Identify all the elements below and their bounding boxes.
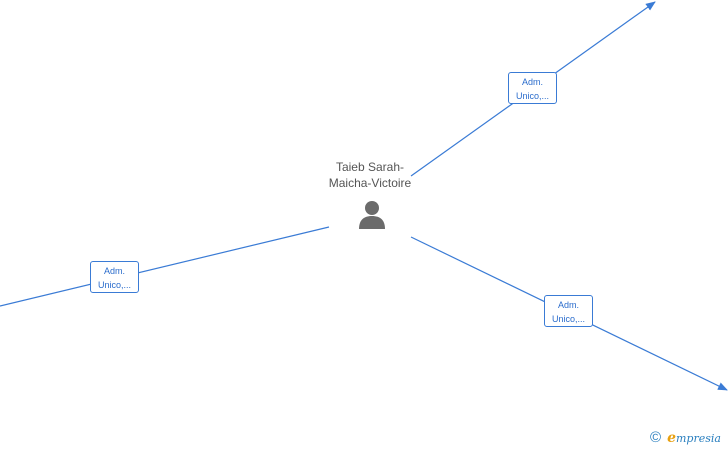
brand-initial: e [667,429,676,446]
person-name-line2: Maicha-Victoire [328,176,412,190]
role-node-left[interactable]: Adm. Unico,... [90,261,139,293]
copyright-icon: © [650,429,662,446]
role-line2: Unico,... [97,280,131,290]
edge-left [0,226,330,307]
person-name-label[interactable]: Taieb Sarah- Maicha-Victoire [300,159,440,191]
empresia-logo[interactable]: © empresia [650,429,721,447]
brand-rest: mpresia [675,431,721,445]
role-node-lower-right[interactable]: Adm. Unico,... [544,295,593,327]
role-line2: Unico,... [551,314,585,324]
brand-name: empresia [667,429,721,448]
role-line1: Adm. [103,266,125,276]
role-line1: Adm. [521,77,543,87]
role-line2: Unico,... [515,91,549,101]
person-name-line1: Taieb Sarah- [335,160,405,174]
role-node-upper-right[interactable]: Adm. Unico,... [508,72,557,104]
person-icon[interactable] [356,199,388,231]
role-line1: Adm. [557,300,579,310]
